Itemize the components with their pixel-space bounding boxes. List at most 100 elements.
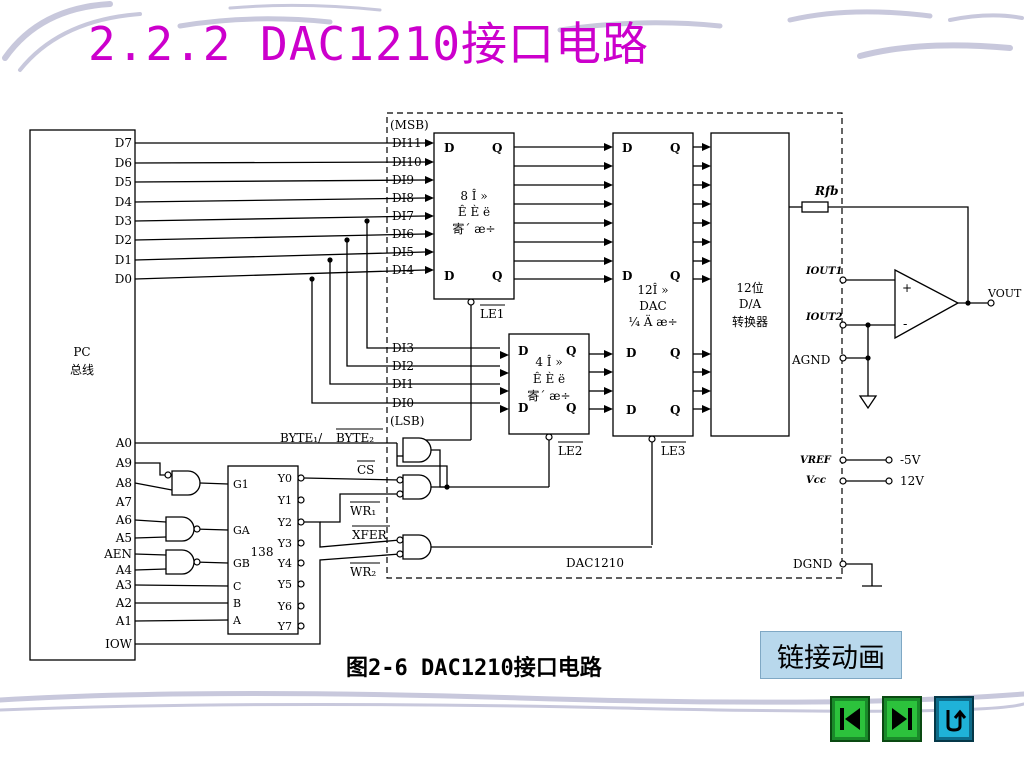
skip-forward-icon [892,708,912,730]
agnd-ground-symbol [858,395,878,410]
xfer-wr2-and-gate [402,534,432,560]
reg12-d-pin: D [622,269,632,283]
animation-link-button[interactable]: 链接动画 [760,631,902,679]
byte2-label: BYTE₂ [336,431,374,445]
decoder-output-label: Y4 [277,557,292,570]
address-line-label: A2 [115,596,132,610]
reg8-q-pin: Q [492,269,502,283]
reg12-label: ¼ Ä æ÷ [628,313,677,329]
wr1-label: WR₁ [350,504,376,518]
decoder-input-label: GA [233,524,251,537]
converter-label: D/A [739,297,762,311]
vout-label: VOUT [987,287,1022,300]
le2-label: LE2 [558,444,582,458]
reg4-label: 寄´ æ÷ [527,388,570,403]
dac-register-12bit [612,132,694,437]
decoder-output-label: Y0 [277,472,292,485]
reg8-d-pin: D [444,269,454,283]
xfer-label: XFER [352,528,388,542]
reg12-d-pin: D [626,403,636,417]
reg4-label: 4 Î » [535,354,562,369]
rfb-resistor [801,201,829,213]
reg12-q-pin: Q [670,403,680,417]
input-register-8bit [433,132,515,300]
decoder-74ls138 [227,465,299,635]
byte-and-gate [402,437,432,463]
di-high-label: DI9 [392,173,414,187]
di-high-label: DI4 [392,263,414,277]
le3-label: LE3 [661,444,685,458]
di-high-label: DI11 [392,136,422,150]
aen-a4-and-gate [165,549,195,575]
data-line-label: D6 [115,156,132,170]
reg12-label: DAC [639,299,666,313]
iout2-label: IOUT2 [805,312,843,323]
op-amp-plus-label: + [902,281,912,295]
address-line-label: A5 [115,531,132,545]
decoder-name: 138 [251,545,274,559]
cs-wr1-and-gate [402,474,432,500]
address-line-label: A6 [115,513,132,527]
msb-label: (MSB) [390,118,429,132]
skip-back-icon [840,708,860,730]
vcc-value: 12V [900,474,924,488]
return-arrow-icon [946,709,967,732]
decoder-input-label: B [233,597,241,610]
reg12-q-pin: Q [670,269,680,283]
slide-title: 2.2.2 DAC1210接口电路 [88,17,650,71]
address-line-label: IOW [105,637,133,651]
wr2-label: WR₂ [350,565,376,579]
address-line-label: A3 [115,578,132,592]
iout1-label: IOUT1 [805,266,843,277]
di-low-label: DI1 [392,377,414,391]
decoder-output-label: Y2 [277,516,292,529]
pc-bus-label-2: 总线 [70,363,94,377]
decoder-output-label: Y3 [277,537,292,550]
reg8-label: 寄´ æ÷ [452,221,495,236]
address-line-label: AEN [103,547,132,561]
decoder-input-label: C [233,580,241,593]
return-button[interactable] [934,696,974,742]
di-high-label: DI10 [392,155,422,169]
data-line-label: D5 [115,175,132,189]
op-amp [894,268,960,340]
di-high-label: DI6 [392,227,414,241]
decoder-output-label: Y1 [277,494,292,507]
di-high-label: DI8 [392,191,414,205]
reg8-q-pin: Q [492,141,502,155]
di-high-label: DI7 [392,209,414,223]
reg4-d-pin: D [518,401,528,415]
input-register-4bit [508,333,590,435]
decoder-input-label: A [232,614,242,627]
le1-label: LE1 [480,307,504,321]
decoder-input-label: G1 [233,478,249,491]
dgnd-label: DGND [793,557,832,571]
reg12-q-pin: Q [670,346,680,360]
vref-label: VREF [800,455,832,466]
di-low-label: DI2 [392,359,414,373]
chip-name-label: DAC1210 [566,556,624,570]
data-line-label: D2 [115,233,132,247]
lsb-label: (LSB) [390,414,424,428]
reg4-q-pin: Q [566,401,576,415]
first-page-button[interactable] [830,696,870,742]
byte1-label: BYTE₁/ [280,431,323,445]
data-line-label: D3 [115,214,132,228]
di-high-label: DI5 [392,245,414,259]
decoder-output-label: Y7 [277,620,292,633]
reg8-label: 8 Î » [460,188,487,203]
reg4-q-pin: Q [566,344,576,358]
reg4-label: Ê È ë [533,371,565,386]
agnd-label: AGND [791,353,830,367]
data-line-label: D4 [115,195,133,209]
figure-caption: 图2-6 DAC1210接口电路 [346,656,602,681]
data-line-label: D7 [115,136,132,150]
last-page-button[interactable] [882,696,922,742]
a9-a8-and-gate [171,470,201,496]
converter-label: 12位 [736,280,763,295]
rfb-label: Rfb [814,184,839,198]
reg12-q-pin: Q [670,141,680,155]
decoder-output-label: Y6 [277,600,292,613]
address-line-label: A4 [115,563,133,577]
